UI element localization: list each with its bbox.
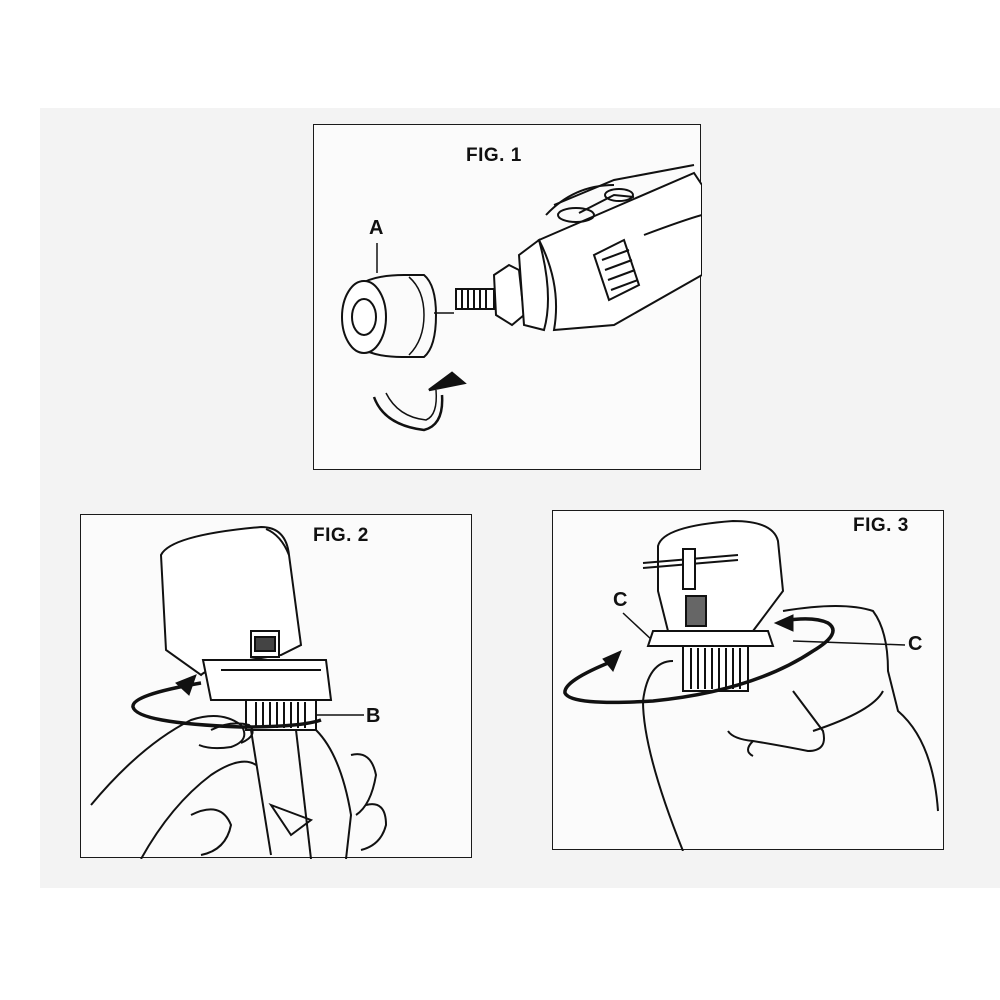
figure-3-illustration [563,519,939,851]
callout-c-left-label: C [613,589,628,611]
figure-1-illustration [341,164,702,432]
accessory-a [341,274,438,358]
rotary-tool [492,164,702,332]
figure-1-panel: FIG. 1 A [313,124,702,470]
callout-c-right-label: C [908,633,923,655]
figure-2-panel: FIG. 2 B [80,514,472,859]
hand-illustration [90,715,388,859]
rotation-arrow [563,614,835,705]
figure-2-illustration [90,525,388,859]
figure-1-title: FIG. 1 [466,145,522,166]
callout-a-label: A [369,217,384,239]
rotation-arrow [372,371,467,432]
callout-b-label: B [366,705,381,727]
figure-2-title: FIG. 2 [313,525,369,546]
threaded-shaft [455,288,495,310]
figure-3-title: FIG. 3 [853,515,909,536]
figure-3-panel: FIG. 3 C C [552,510,944,851]
rotation-arrow [131,674,322,729]
hand-illustration [641,605,939,851]
attachment-guard [642,519,785,647]
attachment-guard [159,525,333,701]
